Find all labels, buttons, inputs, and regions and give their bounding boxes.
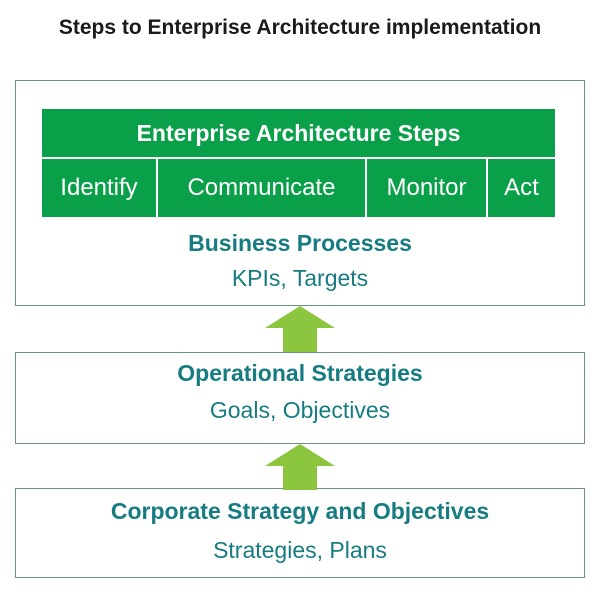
corporate-strategy-heading: Corporate Strategy and Objectives [110, 498, 490, 524]
corporate-strategy-detail: Strategies, Plans [213, 537, 387, 563]
business-processes-heading: Business Processes [188, 230, 412, 256]
operational-strategies-detail: Goals, Objectives [209, 397, 391, 423]
diagram-title: Steps to Enterprise Architecture impleme… [58, 16, 542, 39]
ea-steps-row: Identify Communicate Monitor Act [42, 159, 555, 217]
corporate-strategy-box [15, 488, 585, 578]
up-arrow-icon [265, 444, 335, 490]
step-communicate: Communicate [158, 159, 367, 217]
up-arrow-icon [265, 306, 335, 352]
business-processes-detail: KPIs, Targets [231, 265, 369, 291]
ea-steps-header: Enterprise Architecture Steps [42, 109, 555, 159]
ea-steps-table: Enterprise Architecture Steps Identify C… [42, 109, 555, 217]
step-act: Act [504, 174, 539, 201]
operational-strategies-heading: Operational Strategies [177, 360, 423, 386]
step-identify: Identify [42, 159, 158, 217]
operational-strategies-box [15, 352, 585, 444]
step-monitor: Monitor [367, 159, 488, 217]
